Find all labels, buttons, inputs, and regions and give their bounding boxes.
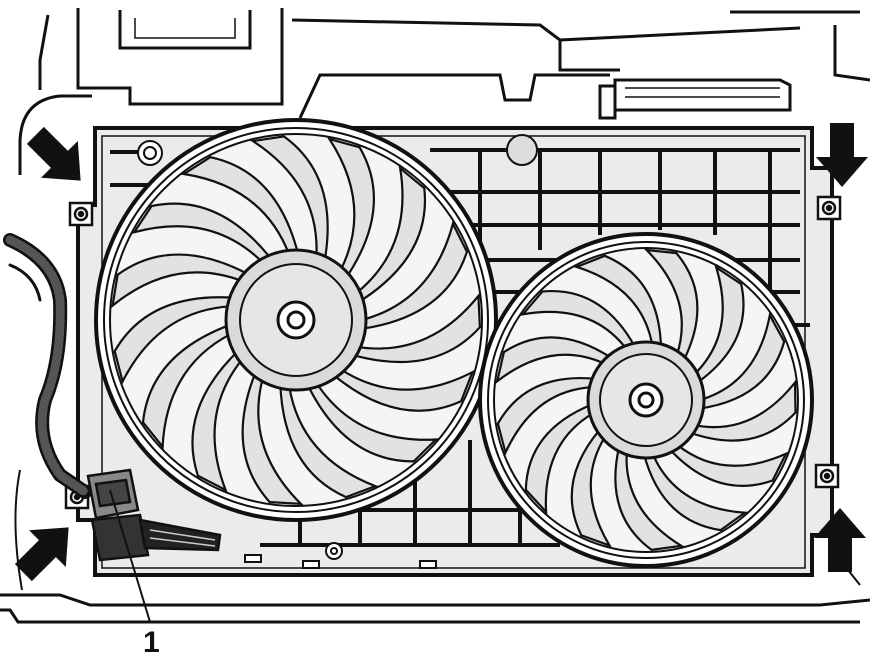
small-fan-blade xyxy=(524,402,595,515)
large-fan-blade xyxy=(279,382,379,499)
small-fan-hub xyxy=(586,340,706,460)
callout-label-1: 1 xyxy=(143,626,160,659)
small-fan-blade xyxy=(614,445,685,552)
small-fan-blade xyxy=(573,254,663,350)
mounting-bolts xyxy=(64,195,842,510)
small-fan-blade xyxy=(642,452,749,532)
callout-leader xyxy=(109,489,151,623)
small-fan-blade xyxy=(692,264,745,385)
bolt-top-left xyxy=(68,201,94,227)
large-fan-blade xyxy=(350,292,482,364)
large-fan-blade xyxy=(111,253,251,309)
bolt-bottom-right xyxy=(814,463,840,489)
small-fan-blade xyxy=(495,336,614,385)
large-fan-blade xyxy=(354,165,427,304)
arrow-bottom-right xyxy=(814,508,866,572)
arrow-top-left xyxy=(26,126,81,181)
small-fan-blade xyxy=(570,427,613,548)
large-fan-blade xyxy=(241,370,304,506)
large-fan-hub xyxy=(224,248,368,392)
small-fan-blade xyxy=(687,379,797,442)
large-fan-blade xyxy=(141,323,233,450)
small-fan-blade xyxy=(698,312,786,410)
large-fan-blade xyxy=(306,381,439,463)
electrical-connector xyxy=(86,468,222,562)
small-fan-blade xyxy=(520,289,637,351)
small-fan-blade xyxy=(667,443,789,487)
large-fan-blade xyxy=(131,202,273,265)
bolt-top-right xyxy=(816,195,842,221)
small-fan-blade xyxy=(643,248,699,363)
large-fan-blade xyxy=(113,296,236,385)
small-fan-blade xyxy=(496,377,598,456)
upper-housing xyxy=(18,8,870,175)
large-fan-blade xyxy=(331,367,475,412)
large-fan-blade xyxy=(180,156,300,256)
large-fan-blades xyxy=(111,135,482,506)
large-fan-blade xyxy=(191,349,244,493)
arrow-top-right xyxy=(816,123,868,187)
small-fan-blades xyxy=(495,248,797,552)
panel-details xyxy=(137,134,538,569)
large-fan xyxy=(94,118,498,522)
arrow-bottom-left xyxy=(14,527,69,582)
large-fan-blade xyxy=(327,137,375,280)
large-fan-blade xyxy=(249,135,329,263)
wiring-harness xyxy=(3,233,92,499)
small-fan xyxy=(478,232,814,568)
large-fan-blade xyxy=(360,220,469,331)
